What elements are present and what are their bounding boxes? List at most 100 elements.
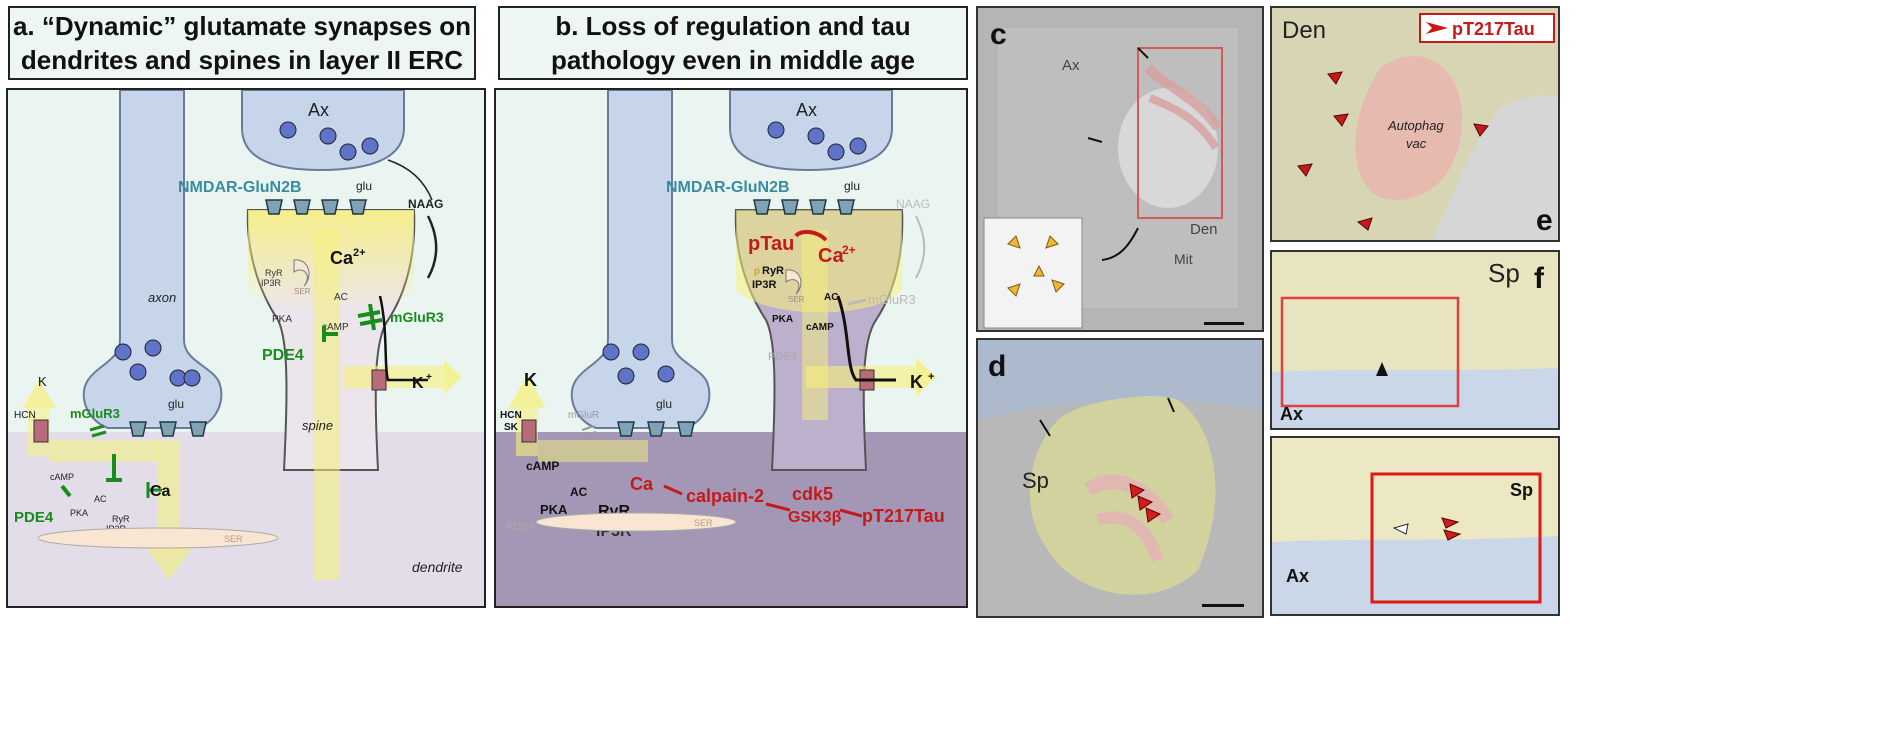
panel-c-micrograph: c Ax Den Mit xyxy=(976,6,1264,332)
autophagic-vacuole xyxy=(1355,56,1462,200)
svg-text:Sp: Sp xyxy=(1488,258,1520,288)
svg-text:PKA: PKA xyxy=(272,314,292,325)
pt217tau-arrowheads xyxy=(1297,71,1489,231)
panel-a-title: a. “Dynamic” glutamate synapses on dendr… xyxy=(8,6,476,80)
svg-text:IP3R: IP3R xyxy=(261,278,282,288)
svg-text:Ca: Ca xyxy=(818,245,844,267)
svg-text:cAMP: cAMP xyxy=(806,322,834,333)
svg-text:+: + xyxy=(928,371,934,383)
pde4-label: PDE4 xyxy=(262,347,304,364)
svg-text:SER: SER xyxy=(788,295,805,304)
svg-text:cAMP: cAMP xyxy=(322,322,349,333)
svg-text:Ax: Ax xyxy=(1280,404,1303,424)
svg-text:SER: SER xyxy=(694,518,713,528)
inset xyxy=(983,217,1083,329)
axon-label: axon xyxy=(148,290,176,305)
vesicle xyxy=(183,369,201,387)
svg-text:PKA: PKA xyxy=(772,314,793,325)
panel-f-label: f xyxy=(1534,262,1545,295)
svg-text:AC: AC xyxy=(94,494,107,504)
panel-b-diagram: Ax NMDAR-GluN2B glu NAAG pTau Ca 2+ p Ry… xyxy=(494,88,968,608)
svg-text:SK: SK xyxy=(504,422,519,433)
glu-label: glu xyxy=(356,179,372,193)
ax-label: Ax xyxy=(308,100,329,120)
svg-text:PDE4: PDE4 xyxy=(768,351,797,363)
svg-text:Sp: Sp xyxy=(1022,468,1049,493)
svg-text:glu: glu xyxy=(656,397,672,411)
mglur3-label: mGluR3 xyxy=(390,309,444,325)
cdk5-label: cdk5 xyxy=(792,484,833,504)
highlight-box xyxy=(1370,472,1542,604)
scale-bar xyxy=(1202,604,1244,607)
nmdar-receptors-dendrite xyxy=(129,421,207,437)
vesicle xyxy=(361,137,379,155)
panel-e-label: e xyxy=(1536,204,1553,237)
svg-text:mGluR: mGluR xyxy=(568,410,599,421)
naag-label: NAAG xyxy=(408,197,443,211)
k-label: K xyxy=(412,375,424,392)
panel-a-title-line1: a. “Dynamic” glutamate synapses on xyxy=(12,11,472,41)
vesicle xyxy=(319,127,337,145)
svg-text:Ax: Ax xyxy=(796,100,817,120)
svg-text:Sp: Sp xyxy=(1510,480,1533,500)
svg-text:cAMP: cAMP xyxy=(526,459,559,473)
spine-profile xyxy=(1029,396,1216,595)
svg-text:Ax: Ax xyxy=(1286,566,1309,586)
dendrite-label: dendrite xyxy=(412,559,463,575)
panel-d-label: d xyxy=(988,350,1006,383)
svg-text:K: K xyxy=(524,370,537,390)
ca-label: Ca xyxy=(330,248,354,268)
svg-text:2+: 2+ xyxy=(353,247,366,259)
panel-f-bottom-micrograph: Sp Ax xyxy=(1270,436,1560,616)
svg-text:RyR: RyR xyxy=(265,268,283,278)
svg-text:AC: AC xyxy=(570,485,588,499)
svg-text:Ax: Ax xyxy=(1062,57,1080,74)
vesicle xyxy=(279,121,297,139)
spine-label: spine xyxy=(302,418,333,433)
mglur3-left-label: mGluR3 xyxy=(70,406,120,421)
svg-text:IP3R: IP3R xyxy=(752,279,777,291)
vesicle xyxy=(144,339,162,357)
highlight-box xyxy=(1137,47,1223,219)
svg-text:Den: Den xyxy=(1282,17,1326,44)
pt217tau-label: pT217Tau xyxy=(862,506,945,526)
vesicle xyxy=(339,143,357,161)
hcn-label: HCN xyxy=(14,410,36,421)
svg-text:PKA: PKA xyxy=(540,502,568,517)
svg-text:Mit: Mit xyxy=(1174,251,1193,267)
svg-text:K: K xyxy=(38,374,47,389)
svg-text:PDE4: PDE4 xyxy=(506,521,535,533)
panel-f-top-micrograph: Sp Ax f xyxy=(1270,250,1560,430)
svg-text:NAAG: NAAG xyxy=(896,197,930,211)
panel-b-title: b. Loss of regulation and tau pathology … xyxy=(498,6,968,80)
svg-text:RyR: RyR xyxy=(112,514,130,524)
svg-text:mGluR3: mGluR3 xyxy=(868,292,916,307)
ser-dendrite xyxy=(37,527,279,549)
gsk-label: GSK3β xyxy=(788,509,842,526)
panel-a-title-line2: dendrites and spines in layer II ERC xyxy=(20,45,464,75)
nmdar-label: NMDAR-GluN2B xyxy=(178,179,302,196)
legend-label: pT217Tau xyxy=(1452,19,1535,39)
panel-d-micrograph: d Sp xyxy=(976,338,1264,618)
vesicle xyxy=(129,363,147,381)
svg-text:Den: Den xyxy=(1190,221,1218,238)
ser-label: SER xyxy=(294,287,311,296)
svg-text:PKA: PKA xyxy=(70,508,88,518)
panel-a-diagram: Ax NMDAR-GluN2B glu NAAG Ca 2+ SER RyR I… xyxy=(6,88,486,608)
svg-text:glu: glu xyxy=(844,179,860,193)
scale-bar xyxy=(1204,322,1244,325)
svg-text:K: K xyxy=(910,372,923,392)
svg-text:AC: AC xyxy=(334,292,348,303)
svg-text:vac: vac xyxy=(1406,136,1427,151)
svg-text:p: p xyxy=(754,266,760,277)
pde4-left-label: PDE4 xyxy=(14,509,54,526)
highlight-box xyxy=(1280,296,1460,408)
svg-text:AC: AC xyxy=(824,292,838,303)
ptau-label: pTau xyxy=(748,233,794,255)
svg-text:+: + xyxy=(426,372,432,383)
svg-text:Autophag: Autophag xyxy=(1387,118,1444,133)
svg-text:Ca: Ca xyxy=(150,483,171,500)
svg-text:RyR: RyR xyxy=(762,265,784,277)
svg-text:NMDAR-GluN2B: NMDAR-GluN2B xyxy=(666,179,790,196)
nmdar-receptors xyxy=(265,199,367,215)
